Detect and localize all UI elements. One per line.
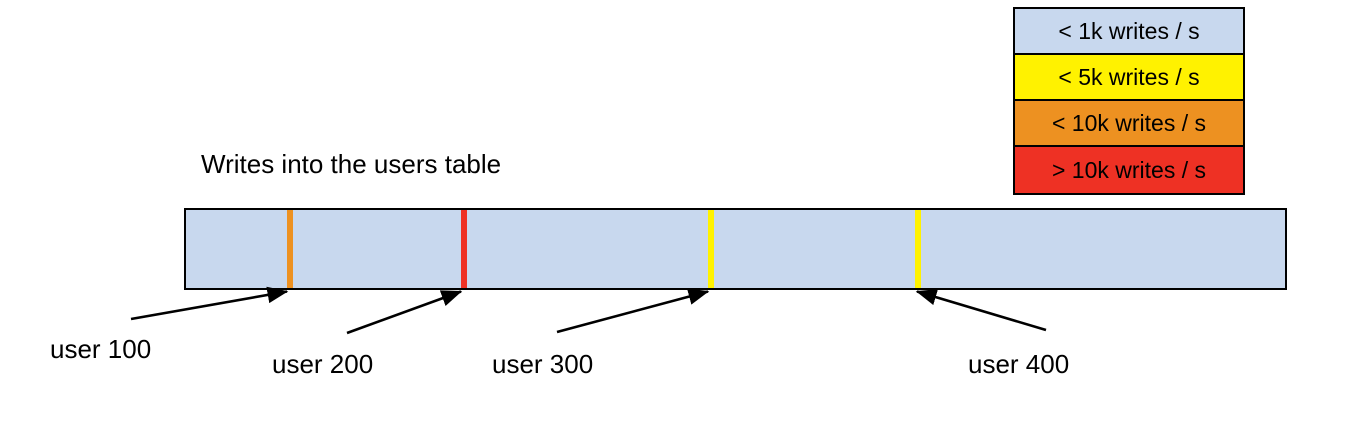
bar-marker-user-100	[287, 210, 293, 288]
callout-label-user-200: user 200	[272, 349, 374, 379]
legend-row-under-1k: < 1k writes / s	[1015, 9, 1243, 55]
legend-label-under-5k: < 5k writes / s	[1058, 63, 1200, 90]
legend-row-under-5k: < 5k writes / s	[1015, 55, 1243, 101]
legend-label-over-10k: > 10k writes / s	[1051, 156, 1207, 183]
callout-label-user-400: user 400	[968, 349, 1070, 379]
legend-row-under-10k: < 10k writes / s	[1015, 101, 1243, 147]
arrow-user-100	[130, 286, 289, 321]
arrow-user-400	[915, 289, 1047, 332]
chart-title: Writes into the users table	[201, 149, 502, 179]
callout-label-user-100: user 100	[50, 334, 152, 364]
arrow-user-300	[556, 288, 710, 334]
legend-row-over-10k: > 10k writes / s	[1015, 147, 1243, 193]
legend: < 1k writes / s < 5k writes / s < 10k wr…	[1013, 7, 1245, 195]
bar-marker-user-300	[708, 210, 714, 288]
callout-label-user-300: user 300	[492, 349, 594, 379]
users-table-keyrange-bar	[184, 208, 1287, 290]
bar-marker-user-200	[461, 210, 467, 288]
arrow-user-200	[346, 290, 463, 335]
legend-label-under-10k: < 10k writes / s	[1051, 109, 1207, 136]
legend-label-under-1k: < 1k writes / s	[1058, 17, 1200, 44]
bar-marker-user-400	[915, 210, 921, 288]
